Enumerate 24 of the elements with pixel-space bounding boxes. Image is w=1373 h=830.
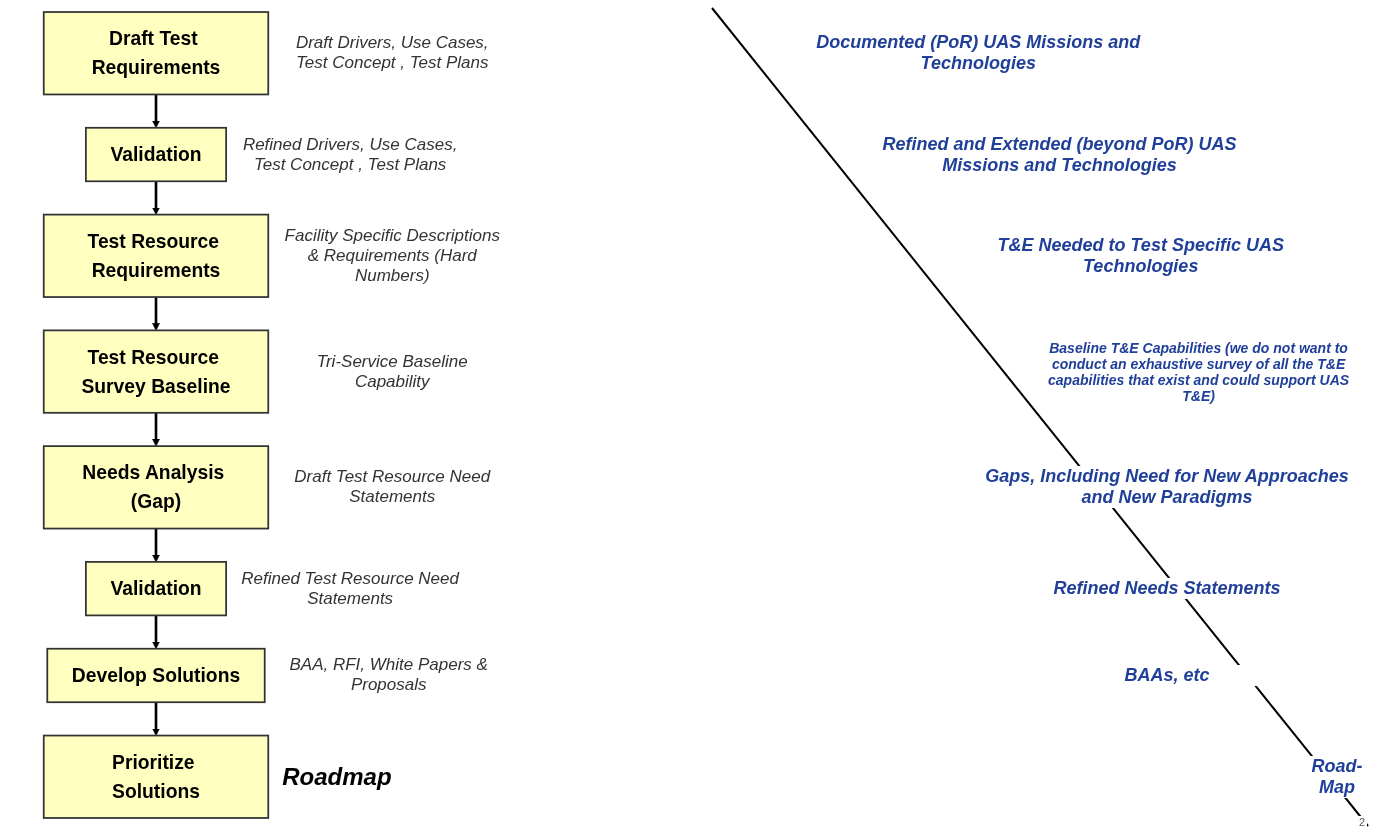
node-annotation: Refined Test Resource Need Statements (240, 568, 461, 609)
page-number: 2 (1356, 816, 1367, 828)
process-box: Draft Test Requirements (42, 11, 270, 96)
node-annotation: Draft Test Resource Need Statements (293, 467, 492, 508)
process-box: Validation (85, 126, 227, 183)
node-annotation: Refined Drivers, Use Cases, Test Concept , Test Plans (241, 134, 459, 175)
process-box: Test Resource Requirements (42, 213, 270, 298)
node-annotation: Tri-Service Baseline Capability (315, 351, 469, 392)
node-annotation: Roadmap (282, 762, 393, 791)
arrow (152, 615, 160, 650)
process-box: Prioritize Solutions (42, 734, 270, 819)
arrow (152, 412, 160, 447)
process-box: Develop Solutions (46, 647, 266, 704)
arrow (152, 528, 160, 563)
node-annotation: Draft Drivers, Use Cases, Test Concept , Test Plans (294, 33, 490, 74)
process-box: Test Resource Survey Baseline (42, 329, 270, 414)
arrow (152, 181, 160, 215)
arrow (152, 702, 160, 736)
arrow (152, 297, 160, 331)
node-annotation: Facility Specific Descriptions & Requirements (Hard Numbers) (283, 225, 501, 286)
node-annotation: BAA, RFI, White Papers & Proposals (288, 655, 489, 696)
process-box: Needs Analysis (Gap) (42, 445, 270, 530)
process-box: Validation (85, 561, 227, 617)
arrow (152, 94, 160, 129)
